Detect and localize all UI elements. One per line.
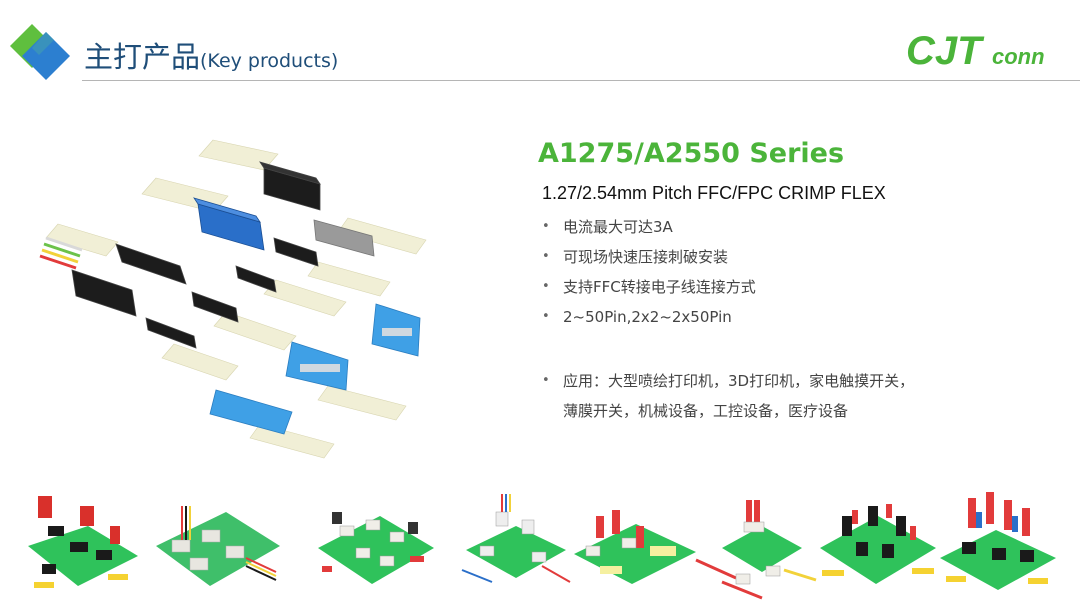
- brand-main-text: CJT: [906, 29, 985, 72]
- pcb-assembly-image-2: [156, 506, 280, 586]
- feature-list: 电流最大可达3A 可现场快速压接刺破安装 支持FFC转接电子线连接方式 2~50…: [540, 214, 1060, 334]
- pcb-assembly-image-3: [318, 512, 434, 584]
- page-subtitle: (Key products): [200, 50, 339, 72]
- application-line-2: 薄膜开关，机械设备，工控设备，医疗设备: [563, 402, 849, 420]
- series-title: A1275/A2550 Series: [538, 138, 845, 169]
- slide-header: 主打产品(Key products) CJT conn: [0, 0, 1080, 82]
- feature-item: 支持FFC转接电子线连接方式: [540, 274, 1060, 304]
- diamond-logo-icon: [10, 24, 70, 80]
- pcb-assembly-image-1: [28, 496, 138, 588]
- page-title: 主打产品(Key products): [84, 40, 339, 74]
- pcb-assembly-image-5: [574, 510, 696, 584]
- application-line-1: 应用：大型喷绘打印机，3D打印机，家电触摸开关，: [563, 372, 915, 390]
- header-divider: [82, 80, 1080, 81]
- brand-suffix-text: conn: [992, 44, 1045, 69]
- feature-item: 可现场快速压接刺破安装: [540, 244, 1060, 274]
- connector-assortment-image: [39, 139, 427, 459]
- bullet-icon: •: [542, 373, 550, 388]
- pcb-assembly-image-4: [461, 494, 571, 583]
- feature-item: 2~50Pin,2x2~2x50Pin: [540, 304, 1060, 334]
- pcb-assembly-image-7: [820, 504, 936, 584]
- pcb-assembly-image-6: [695, 500, 817, 600]
- feature-item: 电流最大可达3A: [540, 214, 1060, 244]
- pcb-assembly-image-8: [940, 492, 1056, 590]
- application-text: • 应用：大型喷绘打印机，3D打印机，家电触摸开关， 薄膜开关，机械设备，工控设…: [540, 366, 1060, 426]
- brand-logo: CJT conn: [906, 29, 1045, 72]
- application-gallery: [0, 486, 1080, 607]
- pitch-spec: 1.27/2.54mm Pitch FFC/FPC CRIMP FLEX: [542, 183, 886, 203]
